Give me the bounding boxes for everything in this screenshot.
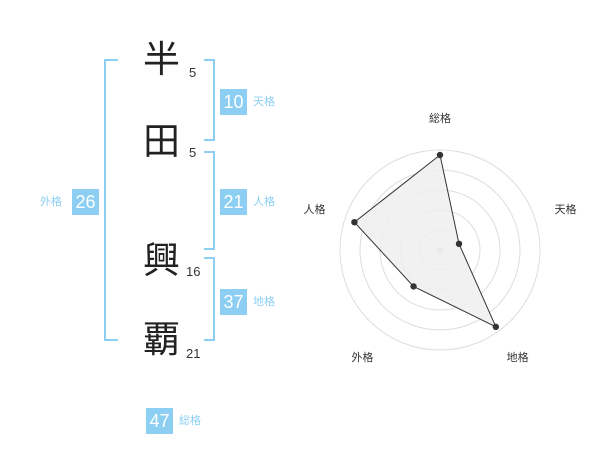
- radar-polygon: [353, 154, 497, 328]
- soukaku-label: 総格: [179, 414, 201, 427]
- radar-ring: [339, 149, 541, 351]
- jinkaku-value: 21: [220, 189, 247, 215]
- radar-axis-label-2: 天格: [555, 202, 577, 216]
- gaikaku-label: 外格: [40, 195, 62, 208]
- name-char-1: 半: [143, 38, 180, 81]
- chikaku-value: 37: [220, 289, 247, 315]
- radar-point-4: [410, 283, 417, 290]
- radar-point-3: [492, 323, 500, 331]
- soukaku-value: 47: [146, 408, 173, 434]
- jinkaku-label: 人格: [253, 195, 275, 208]
- radar-point-2: [455, 240, 463, 248]
- radar-point-5: [351, 218, 358, 226]
- radar-axis-label-5: 人格: [303, 202, 325, 216]
- stroke-count-3: 16: [186, 264, 201, 279]
- stroke-count-2: 5: [189, 145, 197, 160]
- radar-axis-label-1: 総格: [429, 111, 451, 125]
- tenkaku-value: 10: [220, 89, 247, 115]
- chikaku-label: 地格: [253, 295, 275, 308]
- stroke-count-1: 5: [189, 65, 197, 80]
- name-char-4: 覇: [143, 318, 180, 361]
- radar-axis-label-3: 地格: [507, 350, 529, 364]
- gaikaku-value: 26: [72, 189, 99, 215]
- name-char-3: 興: [143, 239, 180, 282]
- stroke-count-4: 21: [186, 346, 201, 361]
- radar-axis-label-4: 外格: [351, 350, 373, 364]
- name-char-2: 田: [143, 120, 180, 163]
- tenkaku-label: 天格: [253, 95, 275, 108]
- radar-point-1: [436, 151, 444, 159]
